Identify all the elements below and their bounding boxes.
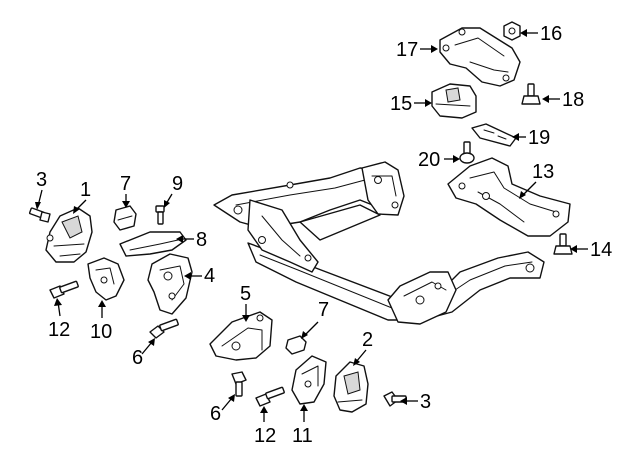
svg-text:3: 3	[420, 391, 431, 413]
callout-20: 20	[418, 149, 460, 171]
callout-16: 16	[520, 23, 562, 45]
svg-text:3: 3	[36, 169, 47, 191]
svg-text:2: 2	[362, 329, 373, 351]
part-3-bolt-left	[28, 207, 51, 223]
svg-text:6: 6	[210, 403, 221, 425]
callout-4: 4	[184, 265, 215, 287]
svg-text:16: 16	[540, 23, 562, 45]
part-12-bolt-lower	[255, 386, 285, 407]
callout-8: 8	[176, 229, 207, 251]
callout-18: 18	[542, 89, 584, 111]
part-8-heat-shield	[119, 231, 187, 257]
callout-7-upper: 7	[120, 173, 131, 208]
callout-5: 5	[240, 283, 251, 322]
svg-text:12: 12	[48, 319, 70, 341]
part-19-bracket	[471, 123, 517, 147]
part-12-bolt-left	[49, 280, 79, 299]
subframe-crossmember	[213, 161, 545, 325]
part-10-bracket	[87, 257, 125, 301]
callout-13: 13	[519, 161, 554, 199]
callout-10: 10	[90, 300, 112, 343]
callout-3-lower: 3	[400, 391, 431, 413]
part-15-transmission-mount	[431, 83, 477, 119]
callout-14: 14	[570, 239, 612, 261]
callout-19: 19	[512, 127, 550, 149]
part-9-bolt	[155, 205, 165, 225]
svg-text:8: 8	[196, 229, 207, 251]
svg-text:17: 17	[396, 39, 418, 61]
callout-2: 2	[353, 329, 373, 366]
svg-text:20: 20	[418, 149, 440, 171]
svg-text:19: 19	[528, 127, 550, 149]
callout-12-lower: 12	[254, 406, 276, 447]
part-6-bolt-upper	[149, 318, 179, 339]
svg-text:9: 9	[172, 173, 183, 195]
part-16-nut	[503, 21, 521, 41]
callout-15: 15	[390, 93, 432, 115]
part-11-bracket	[291, 355, 327, 405]
part-20-bolt	[459, 141, 475, 164]
svg-text:1: 1	[80, 179, 91, 201]
callout-9: 9	[164, 173, 183, 208]
svg-text:11: 11	[292, 425, 313, 447]
svg-text:5: 5	[240, 283, 251, 305]
part-14-bolt	[553, 233, 573, 255]
callout-7-lower: 7	[301, 299, 329, 339]
svg-text:15: 15	[390, 93, 412, 115]
callout-1: 1	[73, 179, 91, 214]
part-3-bolt-right	[383, 391, 407, 407]
svg-text:13: 13	[532, 161, 554, 183]
part-1-engine-mount	[45, 207, 93, 263]
part-2-engine-mount	[333, 361, 369, 413]
part-7-mount-pad-upper	[113, 205, 137, 231]
part-17-mount-bracket	[439, 27, 521, 87]
svg-text:18: 18	[562, 89, 584, 111]
part-6-bolt-lower	[231, 371, 247, 397]
callout-3-upper: 3	[35, 169, 47, 210]
callout-12-upper: 12	[48, 298, 70, 341]
svg-text:10: 10	[90, 321, 112, 343]
part-4-mount-bracket	[147, 253, 193, 315]
callout-17: 17	[396, 39, 438, 61]
svg-text:14: 14	[590, 239, 612, 261]
callout-6-upper: 6	[132, 338, 155, 369]
svg-text:12: 12	[254, 425, 276, 447]
part-5-bracket	[209, 311, 273, 361]
svg-text:7: 7	[318, 299, 329, 321]
svg-text:4: 4	[204, 265, 215, 287]
callout-6-lower: 6	[210, 394, 235, 425]
svg-text:7: 7	[120, 173, 131, 195]
part-7-mount-pad-lower	[285, 335, 307, 355]
callout-11: 11	[292, 404, 313, 447]
part-18-bolt	[521, 83, 541, 105]
part-13-crossmember	[447, 157, 571, 237]
svg-text:6: 6	[132, 347, 143, 369]
